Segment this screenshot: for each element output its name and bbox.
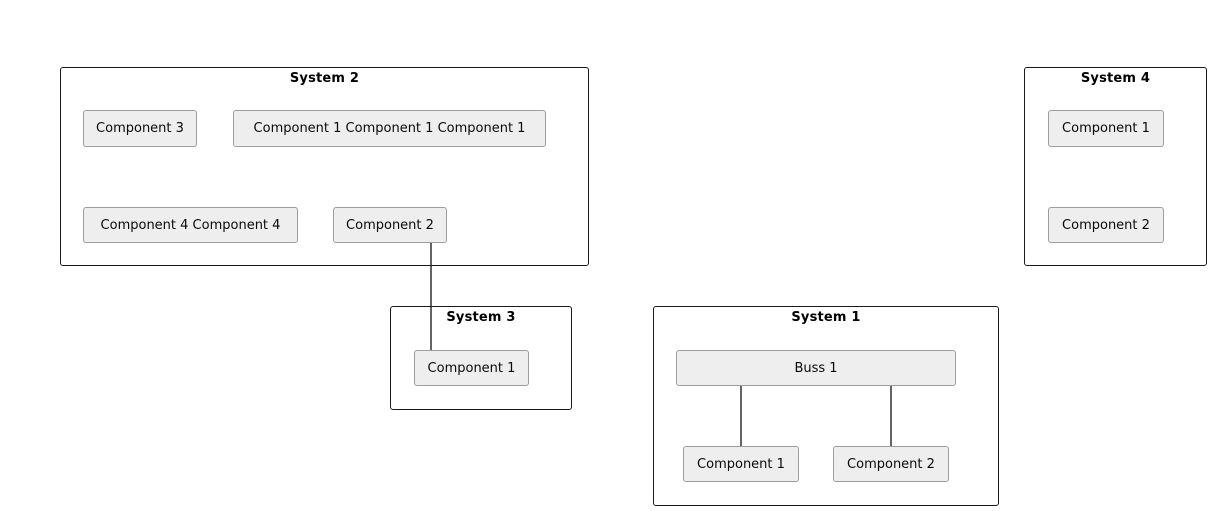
system-title: System 2 [289, 71, 360, 86]
system-title: System 4 [1080, 71, 1151, 86]
component-node[interactable]: Component 1 [683, 446, 799, 482]
system-box-system-3[interactable]: System 3 Component 1 [390, 306, 572, 410]
buss-node[interactable]: Buss 1 [676, 350, 956, 386]
component-node[interactable]: Component 3 [83, 110, 197, 147]
system-title: System 1 [791, 310, 861, 325]
component-node[interactable]: Component 2 [833, 446, 949, 482]
component-node[interactable]: Component 4 Component 4 [83, 207, 298, 243]
component-node[interactable]: Component 1 [414, 350, 529, 386]
component-node[interactable]: Component 1 Component 1 Component 1 [233, 110, 546, 147]
system-title: System 3 [446, 310, 516, 325]
component-node[interactable]: Component 2 [1048, 207, 1164, 243]
system-box-system-2[interactable]: System 2 Component 3 Component 1 Compone… [60, 67, 589, 266]
component-node[interactable]: Component 1 [1048, 110, 1164, 147]
component-node[interactable]: Component 2 [333, 207, 447, 243]
system-box-system-1[interactable]: System 1 Buss 1 Component 1 Component 2 [653, 306, 999, 506]
system-box-system-4[interactable]: System 4 Component 1 Component 2 [1024, 67, 1207, 266]
